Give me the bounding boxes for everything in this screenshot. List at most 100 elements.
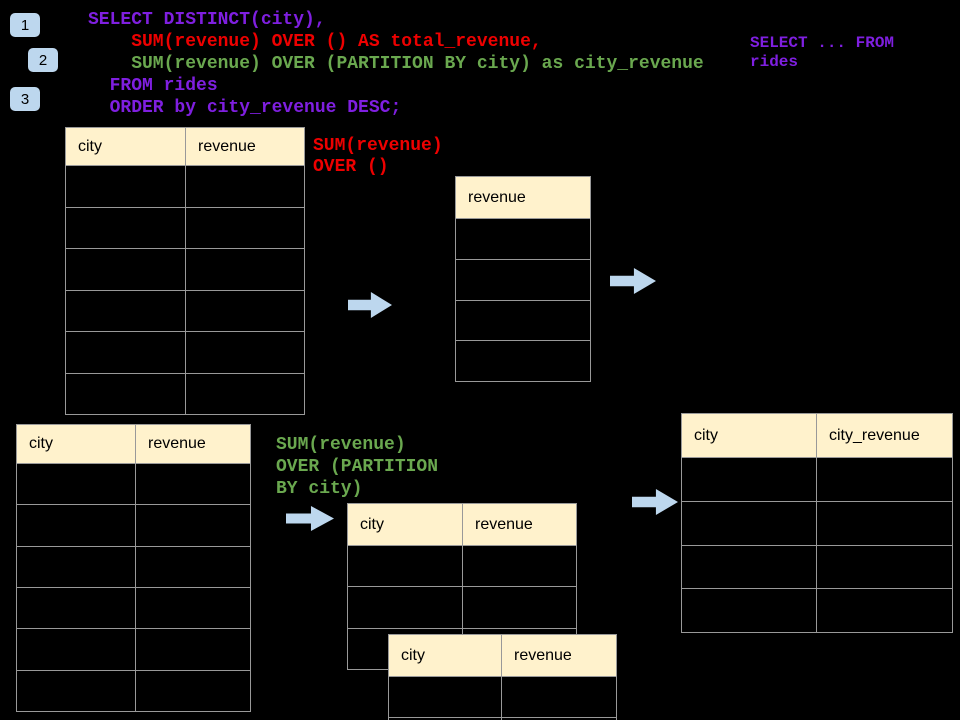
table-cell [17,587,136,629]
table-cell [817,458,952,501]
table-cell [136,505,250,545]
table-cell [186,332,304,373]
table-cell [463,587,576,627]
step-badge-1: 1 [10,13,40,37]
right-arrow-icon [632,489,678,515]
code-line: SELECT ... FROM [750,34,895,52]
table-cell [186,166,304,207]
table-cell [66,290,186,331]
table-cell [817,502,952,545]
table-rides-source-bottom: city revenue [16,424,251,712]
right-arrow-icon [286,506,334,531]
table-partition-group-back: city revenue [347,503,577,670]
table-cell [186,249,304,290]
table-city-revenue-result: city city_revenue [681,413,953,633]
sql-query-code: SELECT DISTINCT(city), SUM(revenue) OVER… [88,9,704,119]
column-header: revenue [514,646,572,664]
table-row [682,457,952,501]
table-cell [17,629,136,670]
table-cell [682,545,817,589]
column-header: revenue [198,137,256,155]
table-cell [502,677,616,717]
table-row [456,258,590,300]
table-cell [136,464,250,504]
table-cell [66,166,186,207]
table-row [17,504,250,546]
table-row [66,331,304,373]
table-cell [463,546,576,586]
table-cell [17,464,136,505]
table-cell [136,671,250,711]
code-line: SUM(revenue) OVER (PARTITION BY city) as… [88,54,704,74]
table-cell [348,546,463,587]
table-cell [136,629,250,669]
table-cell [186,374,304,415]
table-row [682,500,952,545]
table-row [17,669,250,711]
table-cell [66,249,186,290]
table-cell [682,458,817,501]
table-cell [682,501,817,545]
code-line: SUM(revenue) OVER () AS total_revenue, [88,32,542,52]
code-line: BY city) [276,479,363,499]
table-cell [389,717,502,720]
table-rides-source-top: city revenue [65,127,305,415]
table-cell [17,505,136,546]
table-row [456,340,590,381]
column-header: revenue [468,188,526,206]
table-row [66,248,304,290]
table-cell [682,589,817,632]
step-badge-3: 3 [10,87,40,111]
table-row [66,372,304,415]
table-row [348,545,576,587]
table-cell [817,546,952,589]
total-revenue-annotation: SUM(revenue)OVER () [313,136,443,178]
table-cell [66,207,186,248]
table-row [66,206,304,249]
table-row [456,299,590,341]
table-cell [456,301,590,341]
column-header: city_revenue [829,426,920,444]
code-line: rides [750,53,799,71]
step-badge-2: 2 [28,48,58,72]
table-row [17,545,250,587]
table-header-row: revenue [456,177,590,218]
table-row [682,544,952,589]
table-header-row: city city_revenue [682,414,952,457]
table-row [17,586,250,629]
table-revenue-only: revenue [455,176,591,382]
column-header: city [17,425,136,463]
code-line: OVER (PARTITION [276,457,439,477]
table-row [456,218,590,259]
column-header: city [348,504,463,545]
column-header: city [682,414,817,457]
table-cell [66,332,186,373]
table-row [66,289,304,331]
table-cell [136,547,250,587]
table-row [682,588,952,632]
column-header: revenue [148,435,206,452]
table-header-row: city revenue [348,504,576,545]
table-row [66,165,304,207]
table-cell [456,260,590,300]
code-line: SUM(revenue) [276,435,406,455]
table-cell [348,587,463,628]
table-cell [17,670,136,711]
table-cell [456,341,590,381]
table-row [348,586,576,628]
column-header: city [66,128,186,165]
code-line: SELECT DISTINCT(city), [88,10,326,30]
table-header-row: city revenue [17,425,250,463]
code-line: OVER () [313,157,389,177]
code-line: FROM rides [88,76,218,96]
table-row [389,676,616,717]
column-header: revenue [475,515,533,533]
table-cell [66,373,186,414]
table-cell [136,588,250,628]
table-cell [186,208,304,249]
table-cell [389,677,502,717]
